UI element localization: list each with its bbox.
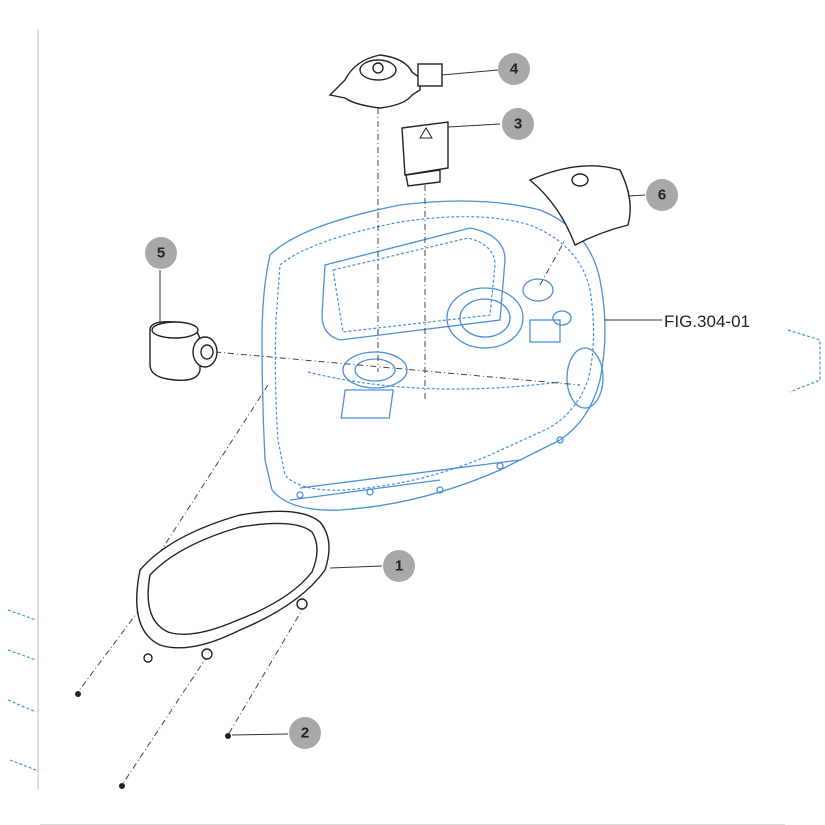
callout-2: 2	[289, 717, 321, 749]
part-socket	[149, 320, 218, 381]
callout-number: 6	[658, 187, 666, 204]
callout-number: 4	[510, 61, 519, 78]
callout-number: 5	[157, 245, 165, 262]
dashboard-housing	[261, 200, 606, 511]
adjacent-figure-fragments	[7, 329, 821, 771]
callout-number: 2	[301, 725, 309, 742]
callout-4: 4	[498, 53, 530, 85]
screws	[75, 691, 231, 789]
callout-number: 3	[514, 116, 522, 133]
callout-6: 6	[646, 179, 678, 211]
assembly-lines	[77, 95, 581, 786]
part-instrument-cluster	[136, 510, 330, 663]
figure-reference-label: FIG.304-01	[664, 312, 750, 331]
callout-number: 1	[395, 558, 403, 575]
callout-3: 3	[502, 108, 534, 140]
callout-1: 1	[383, 550, 415, 582]
leader-lines	[159, 69, 662, 736]
part-ignition-switch	[328, 54, 443, 109]
callout-5: 5	[145, 237, 177, 269]
part-cover-plate	[528, 165, 631, 246]
part-hazard-switch	[401, 121, 449, 187]
